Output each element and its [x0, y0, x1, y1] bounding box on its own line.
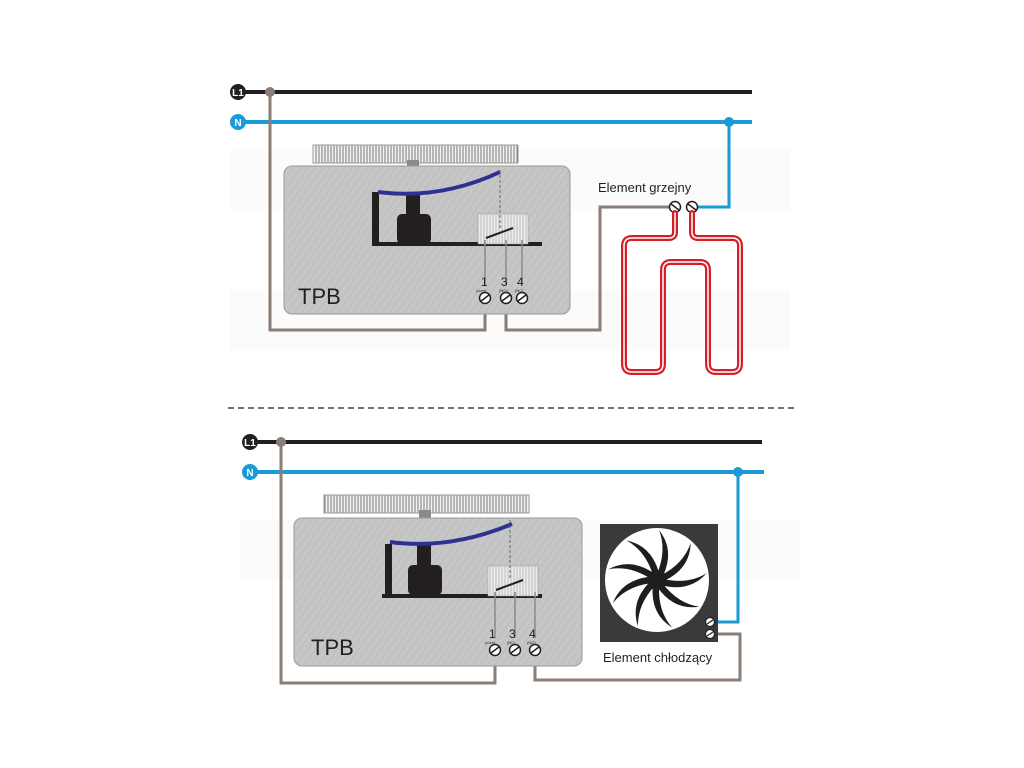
screw-terminal-icon [668, 200, 682, 214]
terminal-1-sub: (com) [476, 288, 487, 293]
wire-l1-to-com [268, 92, 487, 332]
mount-bar [382, 594, 542, 598]
wire-no-to-fan [533, 632, 742, 682]
relay-block [477, 213, 529, 245]
l1-label: L1 [232, 88, 244, 99]
terminal-1-sub: (com) [485, 640, 496, 645]
bimetal-strip-icon [377, 170, 501, 196]
terminal-4-number: 4 [517, 275, 524, 289]
cooling-diagram: L1 N TPB 1 (com) 3 (NC) 4 (N [242, 434, 764, 685]
relay-lever [495, 579, 524, 591]
n-badge [242, 464, 258, 480]
left-post [385, 544, 392, 596]
screw-terminal-icon [704, 628, 716, 640]
l1-junction [276, 437, 286, 447]
wire-n-to-fan [712, 472, 740, 624]
l1-badge [242, 434, 258, 450]
terminal-4-sub: (NC) [515, 288, 524, 293]
terminal-4-number: 4 [529, 627, 536, 641]
wire-no-to-heater [504, 205, 672, 332]
l1-junction [265, 87, 275, 97]
screw-terminal-icon [488, 643, 502, 657]
capsule-neck [406, 192, 420, 214]
terminal-1-number: 1 [481, 275, 488, 289]
n-badge [230, 114, 246, 130]
tpb-label: TPB [311, 635, 354, 660]
screw-terminal-icon [478, 291, 492, 305]
cooler-label: Element chłodzący [603, 650, 713, 665]
n-junction [733, 467, 743, 477]
screw-terminal-icon [515, 291, 529, 305]
wire-l1-to-com [279, 442, 497, 685]
screw-terminal-icon [508, 643, 522, 657]
terminal-1-number: 1 [489, 627, 496, 641]
heating-diagram: L1 N TPB 1 [230, 84, 752, 375]
fan-icon [600, 524, 718, 642]
wire-n-to-heater [694, 122, 731, 209]
l1-badge [230, 84, 246, 100]
relay-block [487, 565, 539, 597]
terminal-4-sub: (NO) [527, 640, 536, 645]
tpb-label: TPB [298, 284, 341, 309]
capsule-neck [417, 542, 431, 566]
bimetal-strip-icon [389, 522, 513, 546]
terminal-3-sub: (NC) [507, 640, 516, 645]
terminal-3-number: 3 [501, 275, 508, 289]
relay-lever [485, 227, 514, 239]
terminal-3-number: 3 [509, 627, 516, 641]
screw-terminal-icon [704, 616, 716, 628]
terminal-3-sub: (NO) [499, 288, 508, 293]
capsule [408, 565, 442, 595]
mount-bar [372, 242, 542, 246]
n-label: N [246, 468, 253, 479]
heater-coil-inner [623, 212, 741, 373]
n-junction [724, 117, 734, 127]
screw-terminal-icon [499, 291, 513, 305]
l1-label: L1 [244, 438, 256, 449]
left-post [372, 192, 379, 244]
heater-label: Element grzejny [598, 180, 692, 195]
screw-terminal-icon [528, 643, 542, 657]
capsule [397, 214, 431, 244]
n-label: N [234, 118, 241, 129]
